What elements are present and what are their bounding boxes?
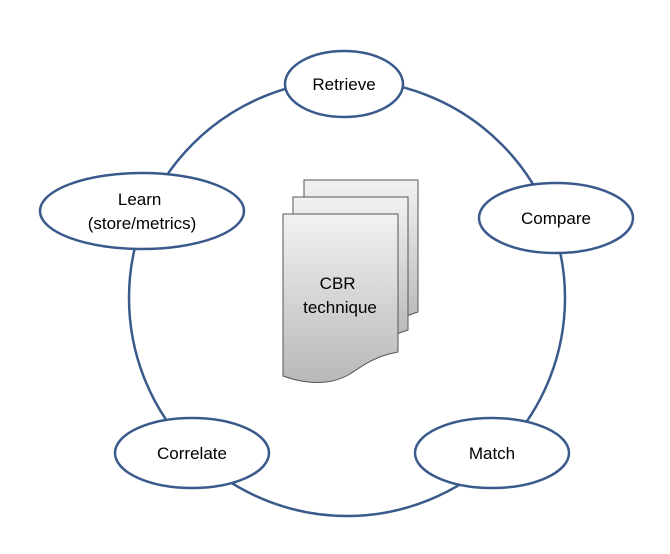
node-learn-label: Learn (store/metrics)	[88, 190, 197, 233]
center-label: CBR technique	[303, 274, 377, 317]
center-label-line-1: CBR	[320, 274, 356, 293]
node-match-ellipse	[413, 416, 571, 490]
node-learn-label-line-2: (store/metrics)	[88, 214, 197, 233]
node-compare-ellipse	[477, 181, 635, 255]
document-sheet-front	[282, 213, 399, 383]
node-retrieve: Retrieve	[283, 49, 405, 119]
node-learn: Learn (store/metrics)	[38, 171, 246, 251]
node-retrieve-ellipse	[283, 49, 405, 119]
node-correlate-label: Correlate	[157, 444, 227, 463]
node-match: Match	[413, 416, 571, 490]
node-match-label: Match	[469, 444, 515, 463]
node-learn-ellipse	[38, 171, 246, 251]
cbr-technique-document: CBR technique	[282, 179, 419, 383]
node-compare-label: Compare	[521, 209, 591, 228]
node-compare: Compare	[477, 181, 635, 255]
node-correlate-ellipse	[113, 416, 271, 490]
center-label-line-2: technique	[303, 298, 377, 317]
node-learn-label-line-1: Learn	[118, 190, 161, 209]
node-retrieve-label: Retrieve	[312, 75, 375, 94]
node-correlate: Correlate	[113, 416, 271, 490]
